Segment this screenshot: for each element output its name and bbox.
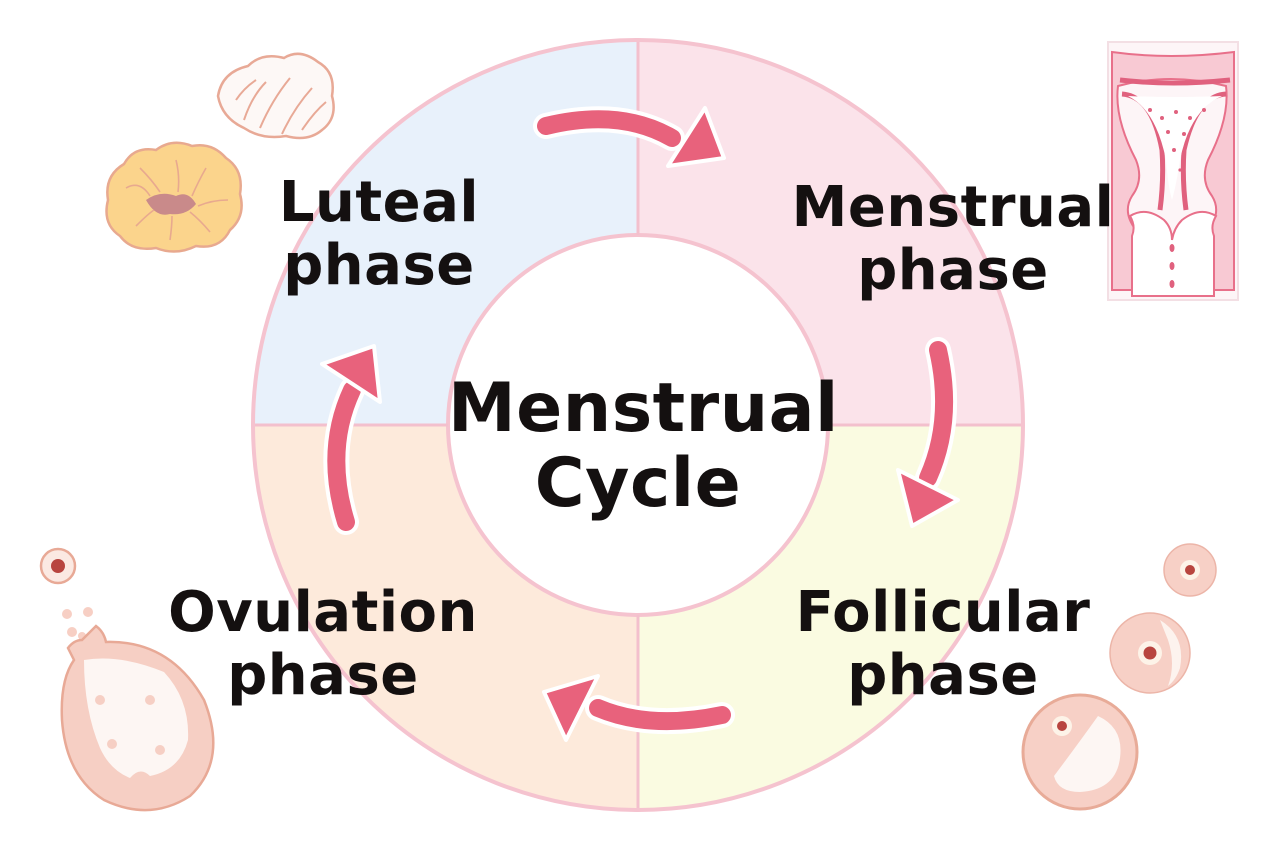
arrow-luteal-to-menstrual-icon [533, 106, 726, 168]
diagram-title: Menstrual Cycle [448, 369, 839, 523]
phase-label-menstrual: Menstrual phase [780, 175, 1126, 303]
phase-label-ovulation-line-1: Ovulation [168, 580, 478, 645]
arrow-follicular-to-ovulation-icon [542, 674, 735, 742]
arrow-menstrual-to-follicular-icon [896, 337, 960, 528]
phase-label-follicular: Follicular phase [780, 580, 1106, 708]
quadrant-menstrual [638, 40, 1023, 425]
ring-outer-border [251, 38, 1025, 812]
phase-label-ovulation-line-2: phase [227, 642, 419, 708]
title-line-1: Menstrual [448, 369, 839, 448]
arrow-ovulation-to-luteal-icon [320, 344, 382, 535]
phase-label-luteal: Luteal phase [252, 170, 506, 298]
corpus-luteum-icon [105, 141, 243, 253]
phase-label-follicular-line-2: phase [847, 642, 1039, 708]
phase-label-menstrual-line-1: Menstrual [791, 175, 1115, 240]
growing-follicles-icon [1021, 543, 1217, 811]
corpus-albicans-icon [216, 52, 335, 140]
title-line-2: Cycle [534, 443, 742, 523]
cycle-ring [251, 38, 1025, 812]
uterus-shedding-icon [1107, 41, 1239, 301]
phase-label-luteal-line-2: phase [283, 232, 475, 298]
phase-label-luteal-line-1: Luteal [278, 170, 480, 235]
ruptured-follicle-egg-icon [39, 547, 215, 812]
phase-label-ovulation: Ovulation phase [150, 580, 496, 708]
cycle-arrows [320, 106, 960, 742]
phase-label-menstrual-line-2: phase [857, 237, 1049, 303]
phase-label-follicular-line-1: Follicular [795, 580, 1091, 645]
